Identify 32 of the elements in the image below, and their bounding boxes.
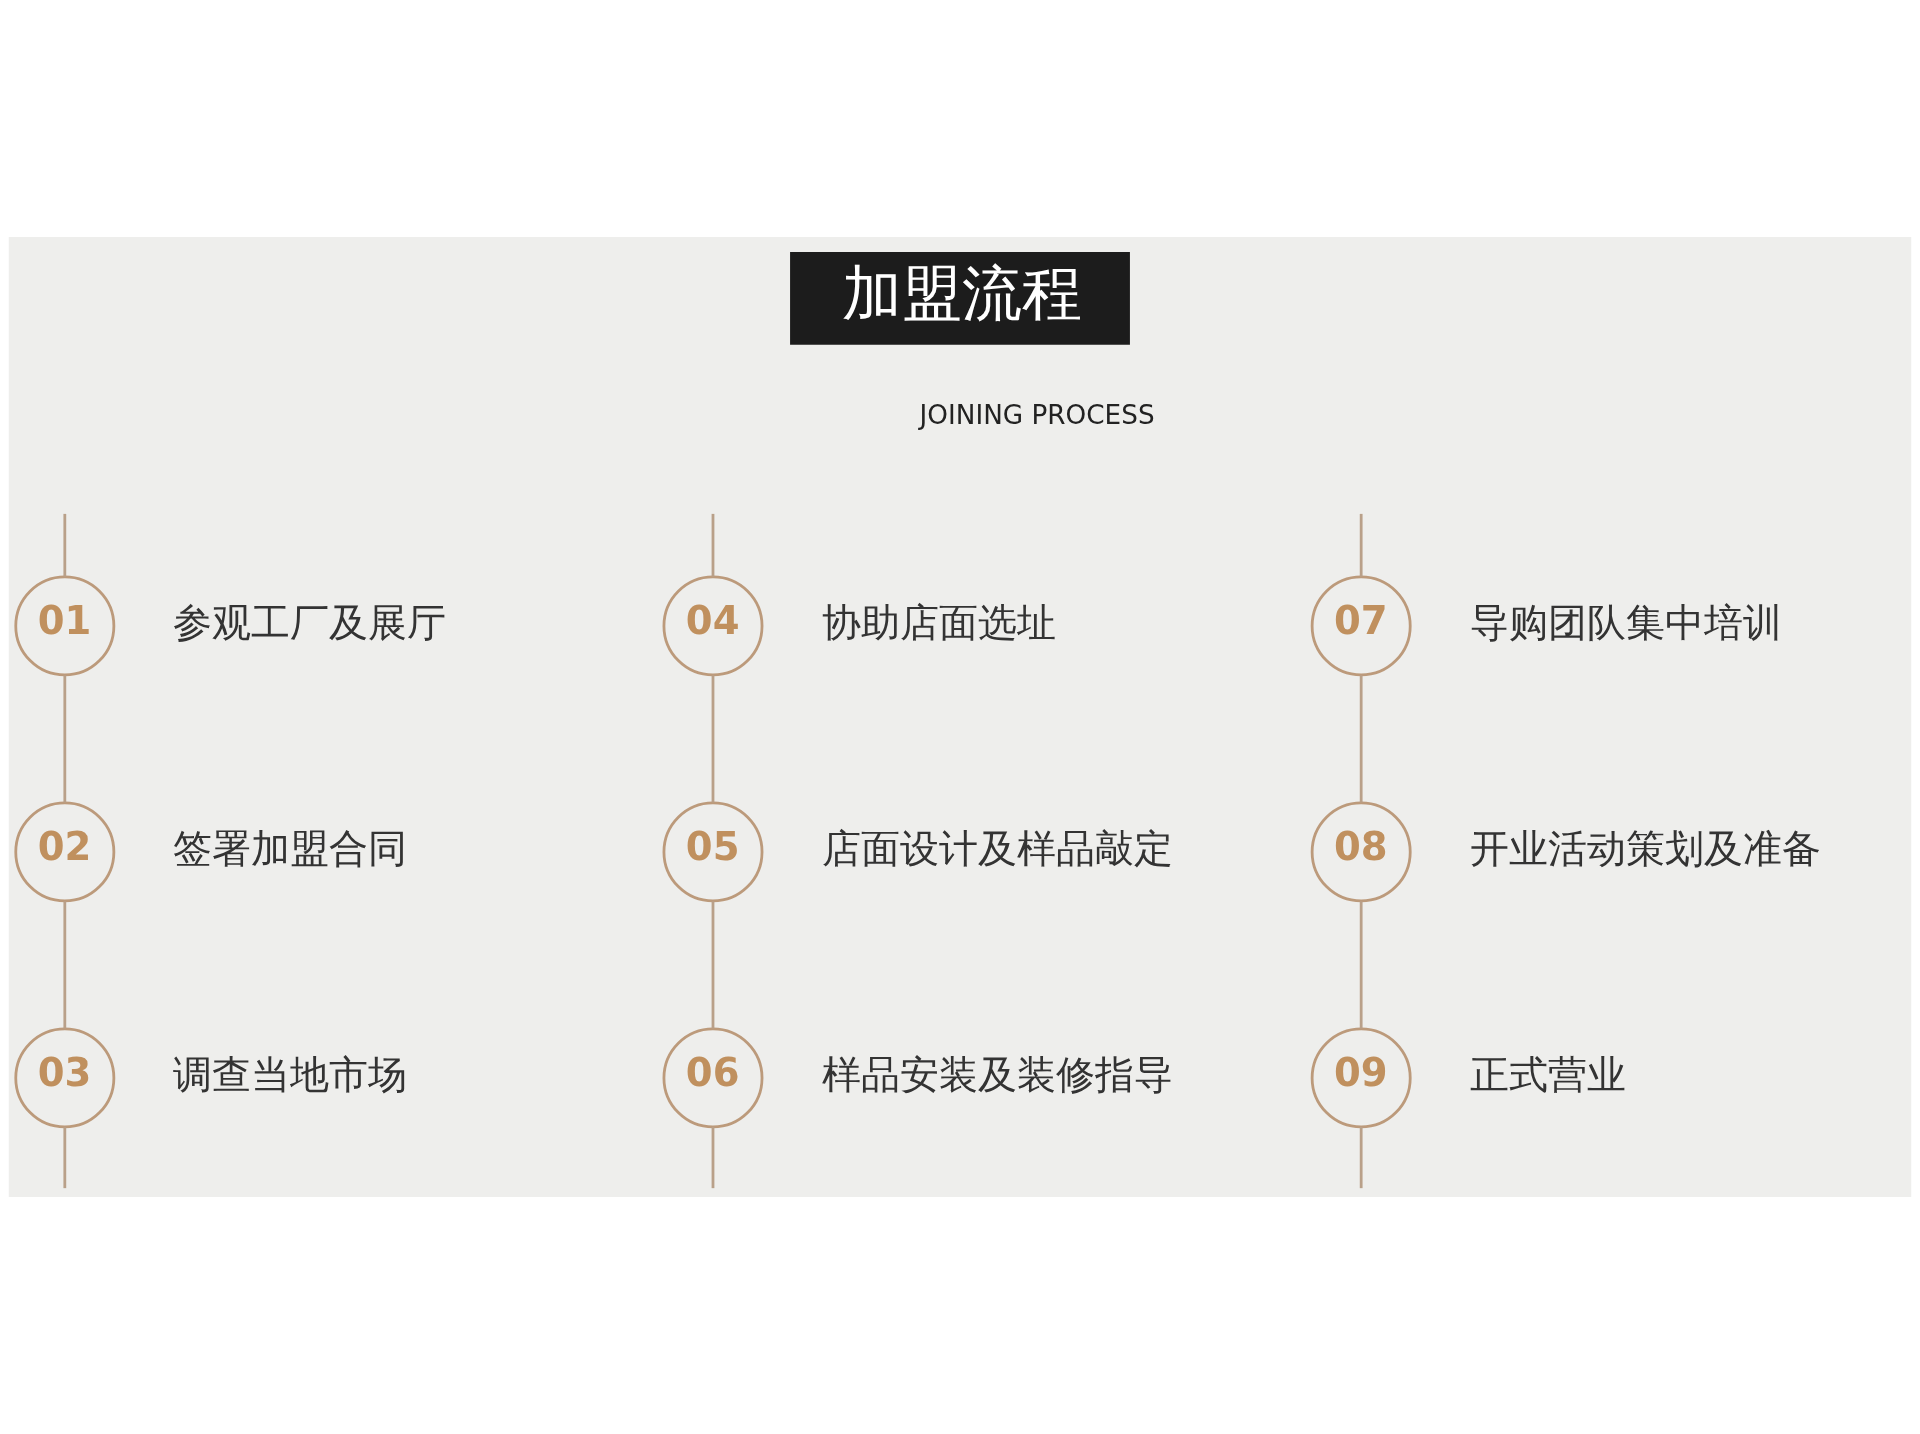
node-circle: 05 xyxy=(662,801,764,903)
node-label: 店面设计及样品敲定 xyxy=(821,825,1173,871)
connector xyxy=(63,901,67,1029)
connector xyxy=(63,1126,67,1189)
connector xyxy=(63,513,67,577)
connector xyxy=(1359,1126,1363,1189)
node-circle: 01 xyxy=(14,575,116,677)
node-label: 样品安装及装修指导 xyxy=(821,1051,1173,1097)
connector xyxy=(1359,675,1363,803)
connector xyxy=(711,901,715,1029)
connector xyxy=(63,675,67,803)
diagram-title: 加盟流程 xyxy=(841,258,1082,328)
node-label: 参观工厂及展厅 xyxy=(173,599,447,645)
label: JOINING PROCESS xyxy=(919,399,1155,430)
connector xyxy=(711,1126,715,1189)
connector xyxy=(1359,901,1363,1029)
node-circle: 02 xyxy=(14,801,116,903)
node-circle: 03 xyxy=(14,1027,116,1129)
node-label: 协助店面选址 xyxy=(821,599,1056,645)
node-circle: 07 xyxy=(1310,575,1412,677)
node-label: 签署加盟合同 xyxy=(173,825,408,871)
node-circle: 06 xyxy=(662,1027,764,1129)
node-label: 调查当地市场 xyxy=(173,1051,408,1097)
connector xyxy=(711,675,715,803)
node-label: 导购团队集中培训 xyxy=(1469,599,1782,645)
node-circle: 04 xyxy=(662,575,764,677)
connector xyxy=(1359,513,1363,577)
node-circle: 08 xyxy=(1310,801,1412,903)
node-label: 开业活动策划及准备 xyxy=(1469,825,1821,871)
node-circle: 09 xyxy=(1310,1027,1412,1129)
node-label: 正式营业 xyxy=(1469,1051,1626,1097)
connector xyxy=(711,513,715,577)
